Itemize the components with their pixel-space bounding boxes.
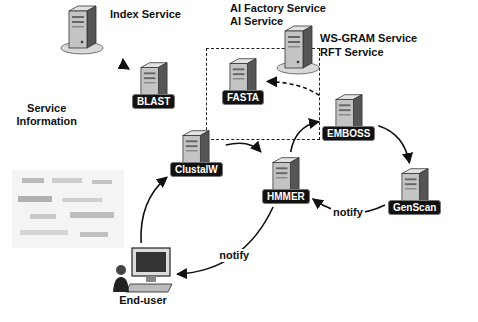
server-label: EMBOSS (322, 126, 375, 141)
service-name: Index Service (110, 8, 181, 20)
service-group: AI Factory ServiceAI ServiceWS-GRAM Serv… (200, 2, 421, 142)
flow-arrow (291, 122, 319, 152)
service-name: WS-GRAM Service (320, 32, 417, 44)
service-name: AI Service (230, 15, 283, 27)
edge-label: notify (217, 249, 251, 262)
server-label: HMMER (262, 189, 310, 204)
server-node: BLAST (132, 60, 175, 109)
computer-user-icon (112, 246, 174, 294)
server-node: ClustalW (170, 128, 223, 177)
server-label: ClustalW (170, 162, 223, 177)
server-node: Index Service (60, 4, 181, 56)
flow-arrow (177, 207, 273, 274)
server-node: HMMER (262, 155, 310, 204)
server-label: BLAST (132, 94, 175, 109)
edge-label: Service Information (10, 102, 84, 128)
server-label: GenScan (388, 200, 441, 215)
end-user-node: End-user (112, 246, 174, 306)
server-node: GenScan (388, 166, 441, 215)
screenshot-illustration (12, 170, 124, 248)
index-server-icon (60, 4, 104, 56)
flow-arrow (267, 81, 319, 95)
service-name: AI Factory Service (230, 2, 326, 14)
flow-arrow (141, 177, 167, 243)
server-label: FASTA (222, 90, 264, 105)
ws-gram-server-icon (276, 24, 320, 76)
flow-arrow (226, 143, 261, 152)
service-name: RFT Service (320, 46, 384, 58)
server-node: EMBOSS (322, 92, 375, 141)
flow-arrow (378, 126, 409, 163)
user-label: End-user (119, 294, 167, 306)
server-node: FASTA (222, 56, 264, 105)
edge-label: notify (331, 206, 365, 219)
flow-arrow (123, 59, 129, 69)
